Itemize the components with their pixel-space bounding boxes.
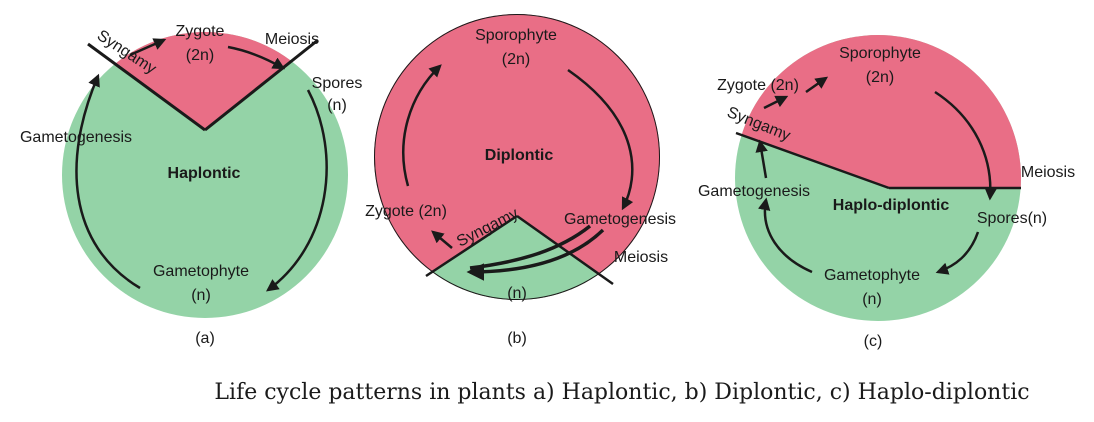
gametophyte-ploidy-label: (n) xyxy=(191,287,211,304)
arrow-zygote-to-meiosis xyxy=(227,45,286,70)
zygote-ploidy-label: (2n) xyxy=(186,47,214,64)
panel-label-a: (a) xyxy=(195,330,215,347)
panel-label-c: (c) xyxy=(864,333,883,350)
haploid-ploidy-label: (n) xyxy=(507,285,527,302)
arrow-gametogenesis-to-gametes-2 xyxy=(469,224,592,270)
arrow-spores-to-gametophyte xyxy=(935,231,980,275)
arrow-gametophyte-to-gametogenesis xyxy=(758,197,813,274)
gametogenesis-label: Gametogenesis xyxy=(564,211,676,228)
arrow-gametogenesis-to-syngamy xyxy=(755,139,768,179)
sporophyte-ploidy-label: (2n) xyxy=(866,69,894,86)
arrow-sporophyte-to-spores xyxy=(934,90,997,201)
sporophyte-ploidy-label: (2n) xyxy=(502,51,530,68)
center-label: Diplontic xyxy=(485,147,554,164)
zygote-label: Zygote xyxy=(176,23,225,40)
gametophyte-label: Gametophyte xyxy=(824,267,920,284)
gametogenesis-label: Gametogenesis xyxy=(20,129,132,146)
diagram-haplontic: Zygote (2n) Meiosis Spores (n) Syngamy G… xyxy=(20,23,363,347)
arrow-sporophyte-to-gametogenesis xyxy=(567,68,634,211)
spores-label: Spores xyxy=(312,75,363,92)
syngamy-divider-line xyxy=(87,42,206,132)
sporophyte-label: Sporophyte xyxy=(475,27,557,44)
diagram-haplo-diplontic: Sporophyte (2n) Zygote (2n) Syngamy Meio… xyxy=(698,35,1075,350)
zygote-label: Zygote (2n) xyxy=(717,77,799,94)
center-label: Haplontic xyxy=(168,165,241,182)
arrow-zygote-to-sporophyte xyxy=(805,76,829,94)
arrow-syngamy-to-zygote xyxy=(431,230,453,249)
sporophyte-label: Sporophyte xyxy=(839,45,921,62)
meiosis-divider-line xyxy=(516,214,614,286)
meiosis-label: Meiosis xyxy=(1021,164,1075,181)
arrow-zygote-to-sporophyte xyxy=(402,64,442,187)
diagram-diplontic: Sporophyte (2n) Diplontic Zygote (2n) Sy… xyxy=(365,14,676,347)
arrow-gametogenesis-to-gametes-1 xyxy=(466,228,605,281)
zygote-label: Zygote (2n) xyxy=(365,203,447,220)
figure-caption: Life cycle patterns in plants a) Haplont… xyxy=(214,380,1029,405)
meiosis-label: Meiosis xyxy=(614,249,668,266)
arrow-spores-to-gametophyte xyxy=(265,89,328,292)
arrow-syngamy-to-zygote xyxy=(763,95,789,110)
arrow-gametophyte-to-gametogenesis xyxy=(75,73,141,290)
gametophyte-label: Gametophyte xyxy=(153,263,249,280)
haploid-region xyxy=(62,32,348,318)
meiosis-divider-line xyxy=(204,38,319,132)
meiosis-label: Meiosis xyxy=(265,31,319,48)
panel-label-b: (b) xyxy=(507,330,527,347)
center-label: Haplo-diplontic xyxy=(833,197,950,214)
spores-ploidy-label: (n) xyxy=(327,97,347,114)
syngamy-divider-line xyxy=(425,214,518,278)
gametogenesis-label: Gametogenesis xyxy=(698,183,810,200)
gametophyte-ploidy-label: (n) xyxy=(862,291,882,308)
arrow-syngamy-to-zygote xyxy=(129,38,167,57)
spores-label: Spores(n) xyxy=(977,210,1047,227)
